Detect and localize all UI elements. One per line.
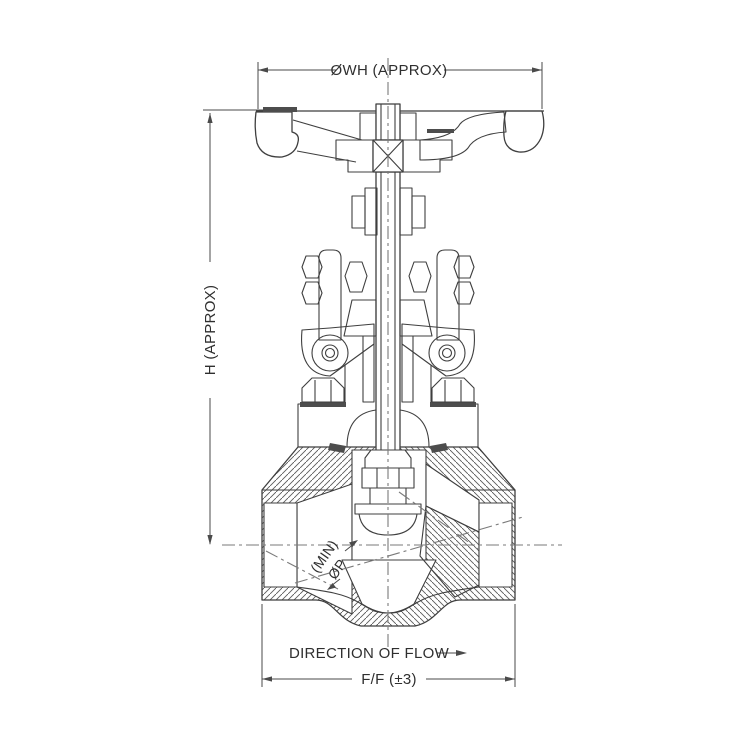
gasket-left [328, 443, 346, 453]
handwheel [254, 103, 545, 173]
flow-direction-label: DIRECTION OF FLOW [289, 645, 450, 662]
text-labels: ØWH (APPROX) H (APPROX) (MIN) ØP DIRECTI… [202, 62, 450, 688]
bolt-washer-left [300, 402, 346, 407]
handwheel-grip-serration-right [427, 129, 454, 133]
stem-inner-lines [380, 172, 396, 450]
bore-arrow-lower [327, 583, 336, 590]
bushing-left-inner [364, 187, 378, 236]
dim-height-label: H (APPROX) [202, 285, 219, 376]
handwheel-spoke-left [292, 119, 363, 163]
h-arrow-top [207, 113, 213, 123]
body-outline [261, 446, 516, 627]
handwheel-rim-left [254, 111, 300, 158]
hex-bolt-right-facets [444, 380, 462, 402]
eyebolt-eye-left [311, 334, 349, 372]
eyebolt-eye-right [428, 334, 466, 372]
centerline-outlet [398, 491, 479, 550]
bushing-right-outer [411, 195, 426, 229]
pivot-pin-left [321, 344, 339, 362]
pivot-pin-right-inner [441, 347, 453, 359]
dimension-ff [261, 604, 516, 687]
bonnet-bolts [300, 377, 476, 407]
packing-right [401, 335, 414, 403]
centerlines [222, 58, 562, 648]
disc-nut-facets [376, 468, 400, 488]
handwheel-grip-serration-left [263, 107, 297, 112]
eyebolt-nut-left-1 [301, 255, 323, 279]
gland-assembly [301, 249, 475, 377]
stem-nut-lines [380, 104, 396, 140]
gland-follower-left [343, 299, 377, 337]
owh-arrow-left [258, 67, 268, 73]
ff-extension-lines [261, 604, 516, 687]
flow-arrow-head [456, 650, 467, 656]
bore-dimension-leaders [327, 540, 358, 590]
ff-arrow-left [262, 676, 272, 682]
eyebolt-left [318, 249, 342, 341]
yoke-nut-right [408, 261, 432, 293]
bore-arrow-upper [349, 540, 358, 547]
h-arrow-bottom [207, 535, 213, 545]
packing-left [362, 335, 375, 403]
stem-packing [362, 335, 414, 403]
eyebolt-nut-right-1 [453, 255, 475, 279]
pivot-pin-left-inner [324, 347, 336, 359]
dimension-owh [257, 62, 543, 109]
ff-arrow-right [505, 676, 515, 682]
handwheel-rim-right [503, 110, 545, 153]
handwheel-hub-left [335, 139, 374, 173]
hub-boss-left [359, 112, 377, 141]
handwheel-spoke-right [419, 111, 507, 161]
owh-arrow-right [532, 67, 542, 73]
bonnet-gasket [328, 443, 448, 453]
hub-boss-right [399, 112, 417, 141]
dimensions [203, 62, 543, 687]
eyebolt-nut-right-2 [453, 281, 475, 305]
centerline-inlet [265, 550, 339, 590]
hex-bolt-right [431, 377, 475, 403]
handwheel-hub-right [402, 139, 453, 173]
dim-top-label: ØWH (APPROX) [331, 62, 448, 79]
flow-arrow [437, 650, 467, 656]
gland-follower-right [399, 299, 433, 337]
eyebolt-nut-left-2 [301, 281, 323, 305]
gasket-right [430, 443, 448, 453]
bushing-right-inner [399, 187, 413, 236]
hex-bolt-left-facets [314, 380, 332, 402]
bolt-washer-right [430, 402, 476, 407]
hex-bolt-left [301, 377, 345, 403]
yoke-bushing [351, 187, 426, 236]
dim-face-label: F/F (±3) [361, 671, 417, 688]
pivot-pin-right [438, 344, 456, 362]
centerline-seat-axis [294, 516, 524, 584]
bushing-left-outer [351, 195, 366, 229]
yoke-nut-left [344, 261, 368, 293]
dimension-h [203, 109, 278, 545]
seat-bridge [419, 505, 480, 598]
